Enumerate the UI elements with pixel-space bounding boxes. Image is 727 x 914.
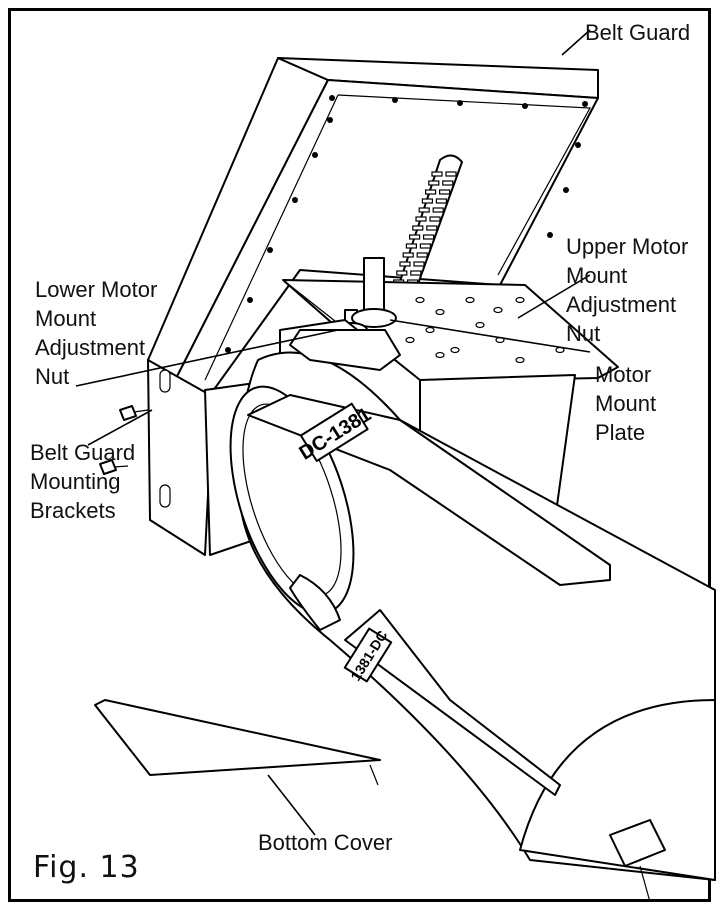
vent-slot-icon <box>415 216 427 222</box>
bottom-cover-part <box>94 699 381 786</box>
vent-slot-icon <box>410 270 422 276</box>
screw-icon <box>312 152 318 158</box>
vent-slot-icon <box>425 189 437 195</box>
mounting-brackets-leader <box>87 409 153 446</box>
vent-slot-icon <box>396 270 408 276</box>
vent-slot-icon <box>416 252 428 258</box>
plate-hole-icon <box>435 308 445 316</box>
belt-guard-label: Belt Guard <box>585 20 691 45</box>
vent-slot-icon <box>432 207 444 213</box>
upper-adjustment-nut-icon <box>351 308 397 328</box>
bottom-cover-label: Bottom Cover <box>258 830 393 855</box>
screw-icon <box>292 197 298 203</box>
bottom-cover-leader <box>267 774 316 836</box>
screw-icon <box>547 232 553 238</box>
upper-nut-leader <box>389 319 591 353</box>
vent-slot-icon <box>426 225 438 231</box>
bracket-bolt-icon <box>119 405 149 421</box>
vent-slot-icon <box>399 261 411 267</box>
motor-mount-plate-label: Motor Mount Plate <box>595 362 657 445</box>
vent-slot-icon <box>418 207 430 213</box>
vent-slot-icon <box>413 261 425 267</box>
plate-hole-icon <box>515 356 525 364</box>
screw-icon <box>522 103 528 109</box>
vent-slot-icon <box>428 180 440 186</box>
vent-slot-icon <box>439 189 451 195</box>
screw-icon <box>392 97 398 103</box>
plate-hole-icon <box>450 346 460 354</box>
screw-icon <box>225 347 231 353</box>
plate-hole-icon <box>475 321 485 329</box>
vent-slot-icon <box>412 225 424 231</box>
screw-icon <box>575 142 581 148</box>
upper-motor-mount-adjustment-nut-label: Upper Motor Mount Adjustment Nut <box>566 234 689 346</box>
screw-icon <box>329 95 335 101</box>
pipe-clamp-part <box>609 819 666 903</box>
screw-icon <box>327 117 333 123</box>
screw-icon <box>457 100 463 106</box>
belt-guard-part <box>147 57 599 401</box>
belt-guard-leader <box>561 29 591 56</box>
plate-hole-icon <box>435 351 445 359</box>
motor-mount-plate-leader <box>517 274 591 319</box>
plate-hole-icon <box>465 296 475 304</box>
plate-hole-icon <box>415 296 425 304</box>
vent-slot-icon <box>445 171 457 177</box>
plate-hole-icon <box>493 306 503 314</box>
belt-guard-mounting-brackets-label: Belt Guard Mounting Brackets <box>30 440 136 523</box>
screw-icon <box>582 101 588 107</box>
screw-icon <box>563 187 569 193</box>
bracket-bolt-icon <box>99 459 129 475</box>
vent-slot-icon <box>409 234 421 240</box>
plate-hole-icon <box>425 326 435 334</box>
vent-slot-icon <box>405 243 417 249</box>
vent-slot-icon <box>419 243 431 249</box>
plate-hole-icon <box>515 296 525 304</box>
lower-nut-leader <box>75 329 339 387</box>
screw-icon <box>267 247 273 253</box>
figure-number-label: Fig. 13 <box>33 850 140 885</box>
vent-slot-icon <box>442 180 454 186</box>
vent-slot-icon <box>435 198 447 204</box>
figure-border <box>8 8 711 902</box>
vent-slot-icon <box>431 171 443 177</box>
screw-icon <box>247 297 253 303</box>
lower-motor-mount-adjustment-nut-label: Lower Motor Mount Adjustment Nut <box>35 277 158 389</box>
vent-slot-icon <box>402 252 414 258</box>
vent-slot-icon <box>429 216 441 222</box>
vent-slot-icon <box>421 198 433 204</box>
vent-slot-icon <box>423 234 435 240</box>
plate-hole-icon <box>405 336 415 344</box>
